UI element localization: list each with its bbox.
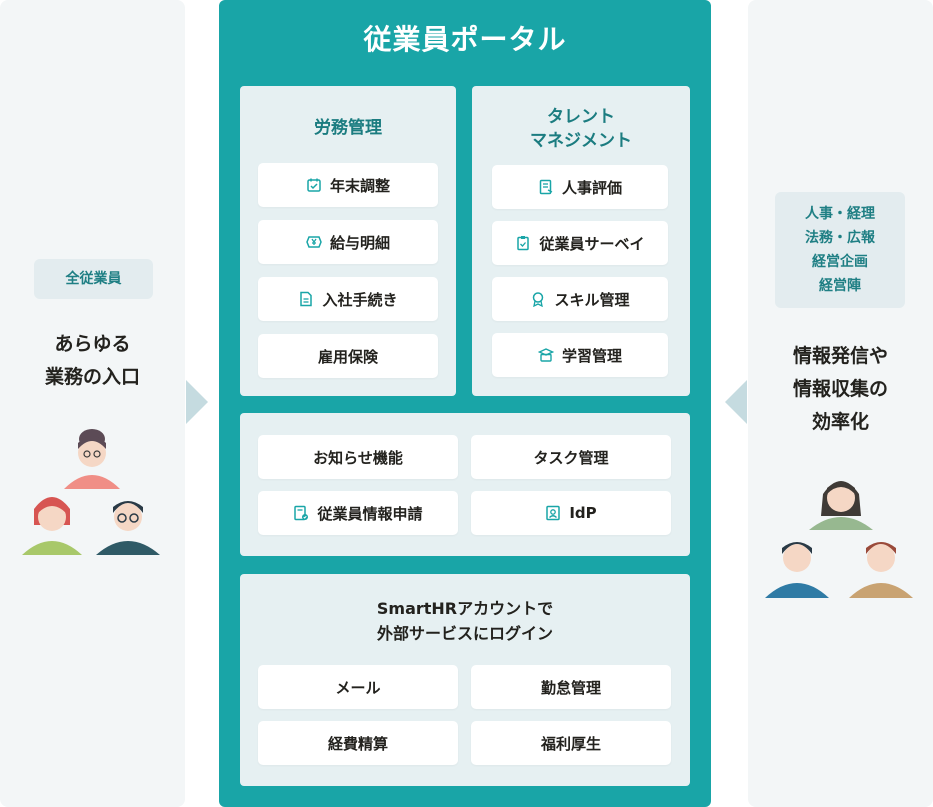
- learning-icon: [537, 348, 554, 362]
- pill-label: 年末調整: [329, 176, 390, 195]
- right-description-line: 情報収集の: [792, 378, 888, 400]
- sso-title-line: SmartHRアカウントで: [376, 599, 554, 618]
- pill-label: メール: [335, 678, 381, 697]
- left-description-line: 業務の入口: [44, 366, 140, 388]
- pill-label: 雇用保険: [317, 347, 378, 366]
- talent-management-box: タレント マネジメント 人事評価 従業員サーベイ: [472, 86, 690, 396]
- person-woman-icon: [64, 429, 120, 489]
- pill-label: スキル管理: [554, 290, 630, 309]
- left-description: あらゆる 業務の入口: [0, 328, 185, 394]
- pill-label: 福利厚生: [540, 734, 601, 753]
- notice-button[interactable]: お知らせ機能: [258, 435, 458, 479]
- talent-management-title-line: タレント: [547, 107, 615, 127]
- right-description: 情報発信や 情報収集の 効率化: [748, 340, 933, 439]
- employees-illustration: [22, 429, 160, 555]
- document-icon: [300, 291, 313, 307]
- sso-title: SmartHRアカウントで 外部サービスにログイン: [240, 596, 690, 646]
- idp-button[interactable]: IdP: [471, 491, 671, 535]
- application-form-icon: [294, 505, 309, 521]
- mail-button[interactable]: メール: [258, 665, 458, 709]
- person-woman-icon: [809, 481, 873, 530]
- calendar-check-icon: [307, 178, 321, 192]
- left-description-line: あらゆる: [54, 333, 131, 355]
- person-man-icon: [96, 501, 160, 555]
- sso-title-line: 外部サービスにログイン: [376, 624, 553, 643]
- person-woman-icon: [22, 497, 82, 555]
- payslip-button[interactable]: 給与明細: [258, 220, 438, 264]
- pill-label: 勤怠管理: [540, 678, 601, 697]
- pill-label: IdP: [569, 504, 597, 522]
- id-card-icon: [546, 505, 561, 521]
- left-panel: 全従業員 あらゆる 業務の入口: [0, 0, 185, 807]
- departments-badge-line: 経営企画: [812, 254, 868, 270]
- person-man-icon: [849, 542, 913, 598]
- arrow-left-icon: [725, 380, 747, 424]
- person-man-icon: [765, 542, 829, 598]
- labor-management-box: 労務管理 年末調整 給与明細 入社手続き: [240, 86, 456, 396]
- right-description-line: 効率化: [811, 411, 869, 433]
- evaluation-sheet-icon: [539, 179, 553, 195]
- sso-box: SmartHRアカウントで 外部サービスにログイン メール 勤怠管理 経費精算 …: [240, 574, 690, 786]
- award-icon: [533, 292, 544, 307]
- yen-wallet-icon: [306, 236, 322, 248]
- departments-badge-line: 経営陣: [819, 278, 861, 294]
- departments-badge: 人事・経理 法務・広報 経営企画 経営陣: [775, 192, 905, 308]
- performance-review-button[interactable]: 人事評価: [492, 165, 668, 209]
- learning-management-button[interactable]: 学習管理: [492, 333, 668, 377]
- expense-button[interactable]: 経費精算: [258, 721, 458, 765]
- all-employees-badge: 全従業員: [34, 259, 153, 299]
- pill-label: 従業員サーベイ: [539, 234, 645, 253]
- right-description-line: 情報発信や: [792, 345, 888, 367]
- pill-label: タスク管理: [533, 448, 609, 467]
- departments-badge-line: 人事・経理: [805, 206, 875, 222]
- labor-management-title: 労務管理: [314, 118, 382, 138]
- staff-illustration: [765, 481, 913, 598]
- employee-portal: 従業員ポータル 労務管理 年末調整 給与明細: [219, 0, 711, 807]
- pill-label: 入社手続き: [322, 290, 398, 309]
- pill-label: お知らせ機能: [313, 448, 403, 467]
- year-end-adjustment-button[interactable]: 年末調整: [258, 163, 438, 207]
- right-panel: 人事・経理 法務・広報 経営企画 経営陣 情報発信や 情報収集の 効率化: [748, 0, 933, 807]
- talent-management-title-line: マネジメント: [530, 131, 632, 151]
- clipboard-check-icon: [517, 236, 530, 251]
- skill-management-button[interactable]: スキル管理: [492, 277, 668, 321]
- pill-label: 人事評価: [561, 178, 622, 197]
- departments-badge-line: 法務・広報: [805, 230, 875, 246]
- pill-label: 給与明細: [329, 233, 390, 252]
- pill-label: 経費精算: [327, 734, 388, 753]
- employee-info-request-button[interactable]: 従業員情報申請: [258, 491, 458, 535]
- pill-label: 学習管理: [561, 346, 622, 365]
- employee-survey-button[interactable]: 従業員サーベイ: [492, 221, 668, 265]
- employment-insurance-button[interactable]: 雇用保険: [258, 334, 438, 378]
- arrow-right-icon: [186, 380, 208, 424]
- misc-features-box: お知らせ機能 タスク管理 従業員情報申請 IdP: [240, 413, 690, 556]
- onboarding-button[interactable]: 入社手続き: [258, 277, 438, 321]
- talent-management-title: タレント マネジメント: [472, 105, 690, 153]
- pill-label: 従業員情報申請: [317, 504, 423, 523]
- portal-title: 従業員ポータル: [363, 23, 567, 56]
- task-management-button[interactable]: タスク管理: [471, 435, 671, 479]
- welfare-button[interactable]: 福利厚生: [471, 721, 671, 765]
- attendance-button[interactable]: 勤怠管理: [471, 665, 671, 709]
